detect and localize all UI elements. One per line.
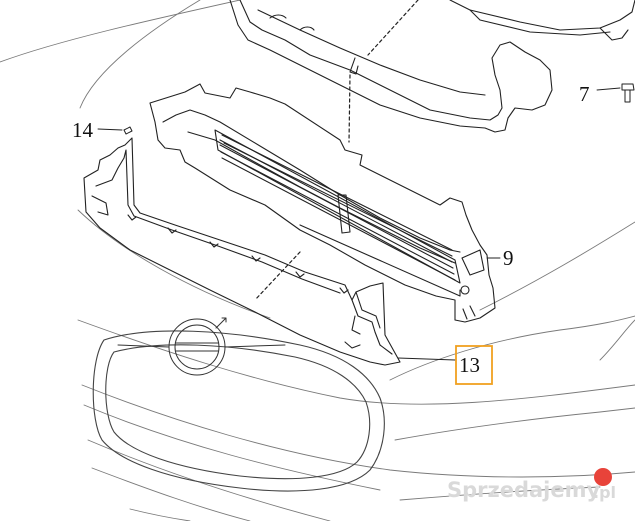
grille-frame <box>92 330 385 492</box>
watermark-suffix: .pl <box>593 483 616 502</box>
watermark: Sprzedajemy .pl <box>447 468 616 502</box>
callout-13-highlight <box>455 345 493 385</box>
callout-labels: 7 14 9 13 <box>72 82 590 385</box>
leader-lines <box>97 87 621 361</box>
callout-13: 13 <box>459 353 480 377</box>
callout-9: 9 <box>503 246 514 270</box>
part-13-grille-surround <box>83 137 401 366</box>
callout-14: 14 <box>72 118 94 142</box>
callout-7: 7 <box>579 82 590 106</box>
part-14-clip-icon <box>123 126 133 135</box>
radiator-support <box>229 0 635 133</box>
volvo-emblem-icon <box>117 317 286 376</box>
part-7-screw-icon <box>621 83 635 103</box>
part-9-grille-shutter <box>149 83 496 323</box>
assembly-lines <box>254 0 419 301</box>
watermark-text: Sprzedajemy <box>447 478 601 502</box>
watermark-badge-icon <box>594 468 612 486</box>
